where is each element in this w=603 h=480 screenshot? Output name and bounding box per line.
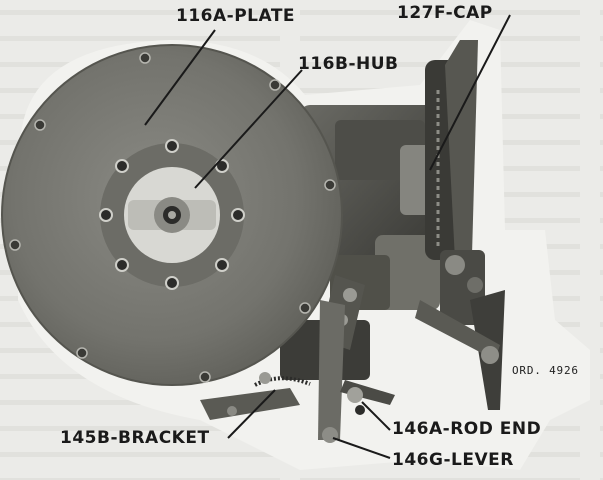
cap-label: 127F-CAP [397, 3, 493, 23]
lever-assembly [318, 275, 395, 443]
leader-lines [144, 14, 511, 459]
plate-label: 116A-PLATE [176, 6, 296, 26]
side-mechanism [415, 250, 505, 410]
rod-end-label: 146A-ROD END [392, 419, 542, 439]
ord-number: ORD. 4926 [512, 364, 579, 377]
cap-part [425, 40, 478, 260]
lever-label: 146G-LEVER [392, 450, 514, 470]
hub-label: 116B-HUB [298, 54, 399, 74]
bracket-part [200, 372, 311, 420]
hub-part [124, 167, 220, 263]
bracket-label: 145B-BRACKET [60, 428, 210, 448]
